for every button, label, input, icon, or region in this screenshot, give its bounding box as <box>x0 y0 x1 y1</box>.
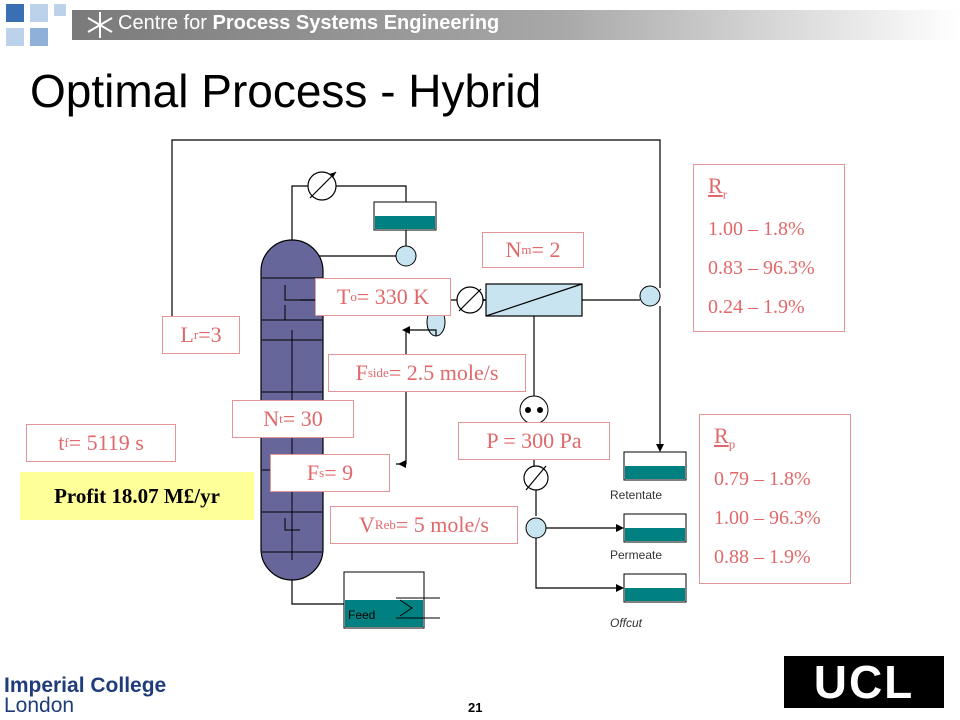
logo-squares <box>6 4 66 46</box>
recycle-line <box>171 139 661 322</box>
membrane-module <box>485 283 583 317</box>
permeate-recovery-heading: Rp <box>714 423 736 452</box>
offcut-label: Offcut <box>610 616 643 630</box>
overhead-line <box>291 185 407 240</box>
permeate-recovery-box: Rp 0.79 – 1.8% 1.00 – 96.3% 0.88 – 1.9% <box>699 414 851 584</box>
permeate-label: Permeate <box>610 548 663 562</box>
condenser-icon <box>307 171 337 201</box>
permeate-condenser-icon <box>523 465 549 491</box>
permeate-tank <box>623 513 687 543</box>
vacuum-pump-icon <box>519 395 549 425</box>
page-number: 21 <box>468 700 483 715</box>
side-heater-icon <box>456 286 484 314</box>
recovery-row: 1.00 – 96.3% <box>714 507 821 530</box>
recovery-row: 0.24 – 1.9% <box>708 296 805 319</box>
retentate-label: Retentate <box>610 488 663 502</box>
offcut-tank <box>623 573 687 603</box>
pressure-label: P = 300 Pa <box>458 422 610 460</box>
retentate-tank <box>623 451 687 481</box>
feed-vessel <box>343 571 440 629</box>
retentate-valve-icon <box>639 285 661 307</box>
centre-logo-text: Centre for Process Systems Engineering <box>118 12 500 34</box>
slide-title: Optimal Process - Hybrid <box>30 65 542 117</box>
header-banner <box>6 4 960 46</box>
recovery-row: 0.83 – 96.3% <box>708 257 815 280</box>
recovery-row: 1.00 – 1.8% <box>708 218 805 241</box>
recovery-row: 0.79 – 1.8% <box>714 468 811 491</box>
reflux-pump-icon <box>395 245 417 267</box>
recovery-row: 0.88 – 1.9% <box>714 546 811 569</box>
profit-label: Profit 18.07 M£/yr <box>20 472 254 520</box>
ucl-logo: UCL <box>784 656 944 708</box>
feed-label: Feed <box>348 608 376 622</box>
permeate-pump-icon <box>525 517 547 539</box>
retentate-recovery-heading: Rr <box>708 173 728 202</box>
snowflake-icon <box>87 12 113 38</box>
reflux-drum <box>373 201 437 231</box>
retentate-recovery-box: Rr 1.00 – 1.8% 0.83 – 96.3% 0.24 – 1.9% <box>693 164 845 332</box>
